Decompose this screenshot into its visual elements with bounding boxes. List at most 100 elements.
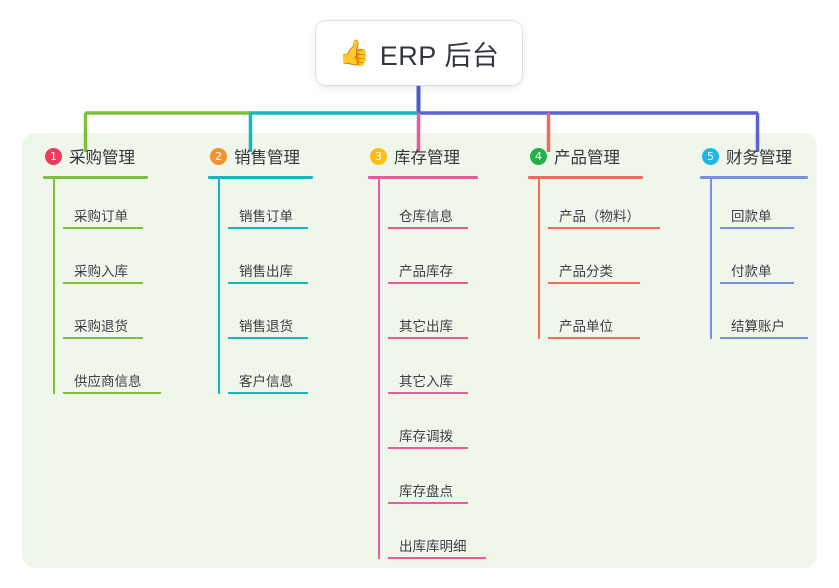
- column-header-underline: [43, 176, 148, 179]
- leaf-item-underline: [63, 392, 161, 394]
- leaf-item[interactable]: 客户信息: [218, 344, 356, 399]
- leaf-item-label: 出库库明细: [399, 539, 467, 554]
- column-header-1[interactable]: 1 采购管理: [43, 143, 191, 169]
- column-title: 采购管理: [69, 149, 135, 167]
- leaf-item-label: 客户信息: [239, 374, 293, 389]
- leaf-item-underline: [388, 447, 468, 449]
- leaf-item-label: 销售退货: [239, 319, 293, 334]
- leaf-item-label: 销售订单: [239, 209, 293, 224]
- leaf-item-underline: [720, 282, 794, 284]
- leaf-item-underline: [720, 337, 808, 339]
- column-title: 产品管理: [554, 149, 620, 167]
- root-node-card[interactable]: 👍 ERP 后台: [316, 21, 522, 85]
- leaf-item-underline: [720, 227, 794, 229]
- leaf-item-label: 仓库信息: [399, 209, 453, 224]
- leaf-item[interactable]: 产品库存: [378, 234, 516, 289]
- leaf-item[interactable]: 库存调拨: [378, 399, 516, 454]
- number-badge-icon: 5: [702, 147, 719, 165]
- leaf-item-underline: [388, 227, 468, 229]
- column-spine: [218, 179, 220, 394]
- column-2: 2 销售管理销售订单销售出库销售退货客户信息: [208, 143, 356, 399]
- column-title: 库存管理: [394, 149, 460, 167]
- leaf-item[interactable]: 结算账户: [710, 289, 818, 344]
- root-node-title: ERP 后台: [379, 40, 500, 71]
- number-badge-icon: 2: [210, 147, 227, 165]
- column-3: 3 库存管理仓库信息产品库存其它出库其它入库库存调拨库存盘点出库库明细: [368, 143, 516, 564]
- leaf-item[interactable]: 其它入库: [378, 344, 516, 399]
- leaf-item-underline: [388, 282, 468, 284]
- column-title: 财务管理: [726, 149, 792, 167]
- leaf-item-label: 付款单: [731, 264, 772, 279]
- leaf-item-underline: [388, 557, 486, 559]
- column-header-3[interactable]: 3 库存管理: [368, 143, 516, 169]
- leaf-item-label: 采购订单: [74, 209, 128, 224]
- column-spine: [710, 179, 712, 339]
- column-items: 仓库信息产品库存其它出库其它入库库存调拨库存盘点出库库明细: [368, 179, 516, 564]
- leaf-item-underline: [63, 227, 143, 229]
- leaf-item-underline: [63, 337, 143, 339]
- column-header-underline: [700, 176, 808, 179]
- leaf-item-underline: [388, 337, 468, 339]
- column-header-underline: [368, 176, 478, 179]
- leaf-item-label: 产品单位: [559, 319, 613, 334]
- leaf-item-underline: [548, 337, 640, 339]
- leaf-item-label: 产品库存: [399, 264, 453, 279]
- number-badge-icon: 3: [370, 147, 387, 165]
- column-5: 5 财务管理回款单付款单结算账户: [700, 143, 818, 344]
- leaf-item-underline: [228, 227, 308, 229]
- leaf-item-label: 其它出库: [399, 319, 453, 334]
- leaf-item-label: 结算账户: [731, 319, 785, 334]
- leaf-item[interactable]: 销售退货: [218, 289, 356, 344]
- leaf-item-label: 库存盘点: [399, 484, 453, 499]
- column-items: 回款单付款单结算账户: [700, 179, 818, 344]
- column-items: 采购订单采购入库采购退货供应商信息: [43, 179, 191, 399]
- leaf-item-label: 采购入库: [74, 264, 128, 279]
- leaf-item[interactable]: 其它出库: [378, 289, 516, 344]
- column-1: 1 采购管理采购订单采购入库采购退货供应商信息: [43, 143, 191, 399]
- column-header-5[interactable]: 5 财务管理: [700, 143, 818, 169]
- leaf-item-underline: [228, 282, 308, 284]
- leaf-item-underline: [63, 282, 143, 284]
- leaf-item[interactable]: 产品单位: [538, 289, 686, 344]
- leaf-item[interactable]: 销售出库: [218, 234, 356, 289]
- leaf-item-underline: [548, 282, 640, 284]
- leaf-item[interactable]: 采购入库: [53, 234, 191, 289]
- column-spine: [378, 179, 380, 559]
- leaf-item-label: 产品分类: [559, 264, 613, 279]
- leaf-item-label: 回款单: [731, 209, 772, 224]
- leaf-item[interactable]: 库存盘点: [378, 454, 516, 509]
- leaf-item[interactable]: 销售订单: [218, 179, 356, 234]
- leaf-item[interactable]: 供应商信息: [53, 344, 191, 399]
- column-items: 产品（物料） 产品分类产品单位: [528, 179, 686, 344]
- column-items: 销售订单销售出库销售退货客户信息: [208, 179, 356, 399]
- column-spine: [53, 179, 55, 394]
- leaf-item[interactable]: 产品分类: [538, 234, 686, 289]
- leaf-item-label: 销售出库: [239, 264, 293, 279]
- leaf-item-underline: [388, 502, 468, 504]
- leaf-item-underline: [228, 337, 308, 339]
- number-badge-icon: 1: [45, 147, 62, 165]
- leaf-item[interactable]: 采购退货: [53, 289, 191, 344]
- leaf-item-label: 采购退货: [74, 319, 128, 334]
- leaf-item[interactable]: 仓库信息: [378, 179, 516, 234]
- leaf-item-label: 产品（物料）: [559, 209, 640, 224]
- column-header-underline: [528, 176, 643, 179]
- leaf-item[interactable]: 产品（物料）: [538, 179, 686, 234]
- leaf-item[interactable]: 采购订单: [53, 179, 191, 234]
- leaf-item-label: 供应商信息: [74, 374, 142, 389]
- leaf-item-underline: [388, 392, 468, 394]
- column-header-4[interactable]: 4 产品管理: [528, 143, 686, 169]
- leaf-item[interactable]: 付款单: [710, 234, 818, 289]
- leaf-item-label: 其它入库: [399, 374, 453, 389]
- column-4: 4 产品管理产品（物料） 产品分类产品单位: [528, 143, 686, 344]
- thumbs-up-icon: 👍: [338, 38, 370, 67]
- number-badge-icon: 4: [530, 147, 547, 165]
- leaf-item[interactable]: 出库库明细: [378, 509, 516, 564]
- column-spine: [538, 179, 540, 339]
- column-header-2[interactable]: 2 销售管理: [208, 143, 356, 169]
- column-title: 销售管理: [234, 149, 300, 167]
- column-header-underline: [208, 176, 313, 179]
- leaf-item-underline: [548, 227, 660, 229]
- leaf-item[interactable]: 回款单: [710, 179, 818, 234]
